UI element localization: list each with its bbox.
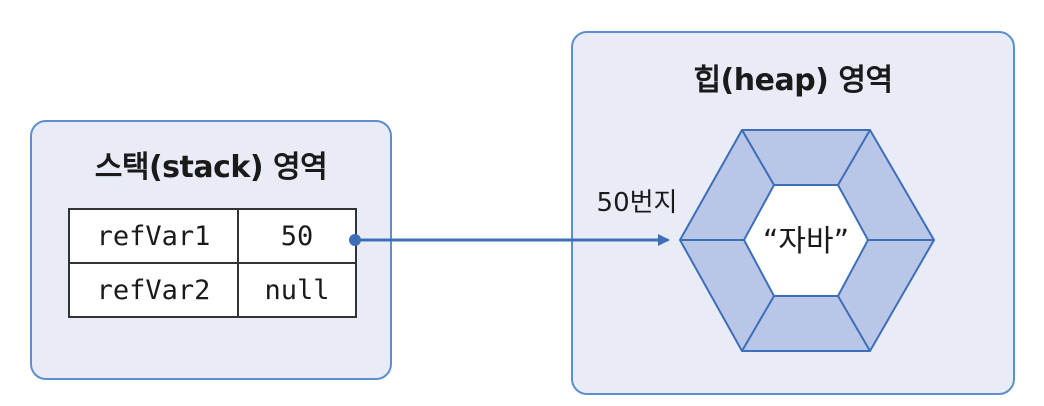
variable-name-cell: refVar2 <box>68 262 239 318</box>
variable-value-cell: 50 <box>237 208 357 264</box>
heap-area-panel: 힙(heap) 영역 <box>571 31 1015 395</box>
variable-value-cell: null <box>237 262 357 318</box>
variable-name-cell: refVar1 <box>68 208 239 264</box>
stack-area-title: 스택(stack) 영역 <box>94 150 328 185</box>
stack-area-panel: 스택(stack) 영역 refVar1 50 refVar2 null <box>30 120 392 380</box>
heap-area-title: 힙(heap) 영역 <box>693 63 893 98</box>
table-row: refVar2 null <box>68 262 357 318</box>
stack-variable-table: refVar1 50 refVar2 null <box>68 208 357 318</box>
table-row: refVar1 50 <box>68 208 357 264</box>
